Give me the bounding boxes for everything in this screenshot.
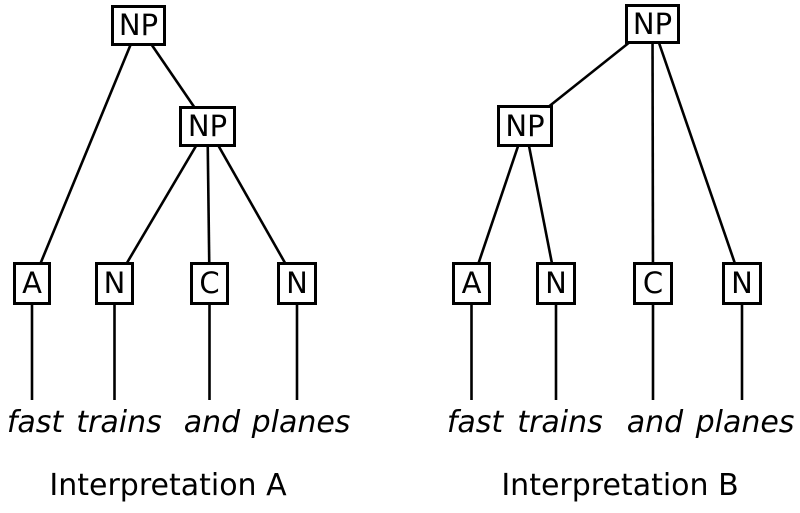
- word-a-planes: planes: [251, 405, 351, 440]
- node-a-inner-np: NP: [179, 106, 236, 147]
- node-a-leaf-c: C: [190, 262, 229, 305]
- node-a-leaf-n2: N: [277, 262, 317, 305]
- word-b-and: and: [626, 405, 684, 440]
- node-a-leaf-a: A: [13, 262, 51, 305]
- word-b-planes: planes: [695, 405, 795, 440]
- word-a-trains: trains: [76, 405, 162, 440]
- node-b-root-np: NP: [625, 4, 680, 44]
- node-b-leaf-n1: N: [536, 262, 576, 305]
- node-b-leaf-c: C: [633, 262, 673, 305]
- word-a-and: and: [183, 405, 241, 440]
- node-b-inner-np: NP: [497, 105, 553, 147]
- node-b-leaf-n2: N: [722, 262, 762, 305]
- edge-a-np-to-n1: [113, 125, 209, 285]
- edge-a-np-to-n2: [206, 125, 299, 285]
- word-b-fast: fast: [446, 405, 504, 440]
- word-b-trains: trains: [517, 405, 603, 440]
- node-a-leaf-n1: N: [95, 262, 134, 305]
- node-b-leaf-a: A: [452, 262, 491, 305]
- edge-b-root-to-n2: [651, 23, 744, 285]
- edge-b-root-to-c: [651, 23, 655, 285]
- edge-b-np-to-n1: [523, 125, 558, 285]
- word-a-fast: fast: [6, 405, 64, 440]
- node-a-root-np: NP: [111, 5, 166, 46]
- caption-interpretation-a: Interpretation A: [49, 468, 287, 503]
- caption-interpretation-b: Interpretation B: [501, 468, 739, 503]
- edge-b-np-to-a: [470, 125, 527, 285]
- edge-a-np-to-c: [206, 126, 211, 285]
- edge-a-root-to-a: [30, 25, 140, 285]
